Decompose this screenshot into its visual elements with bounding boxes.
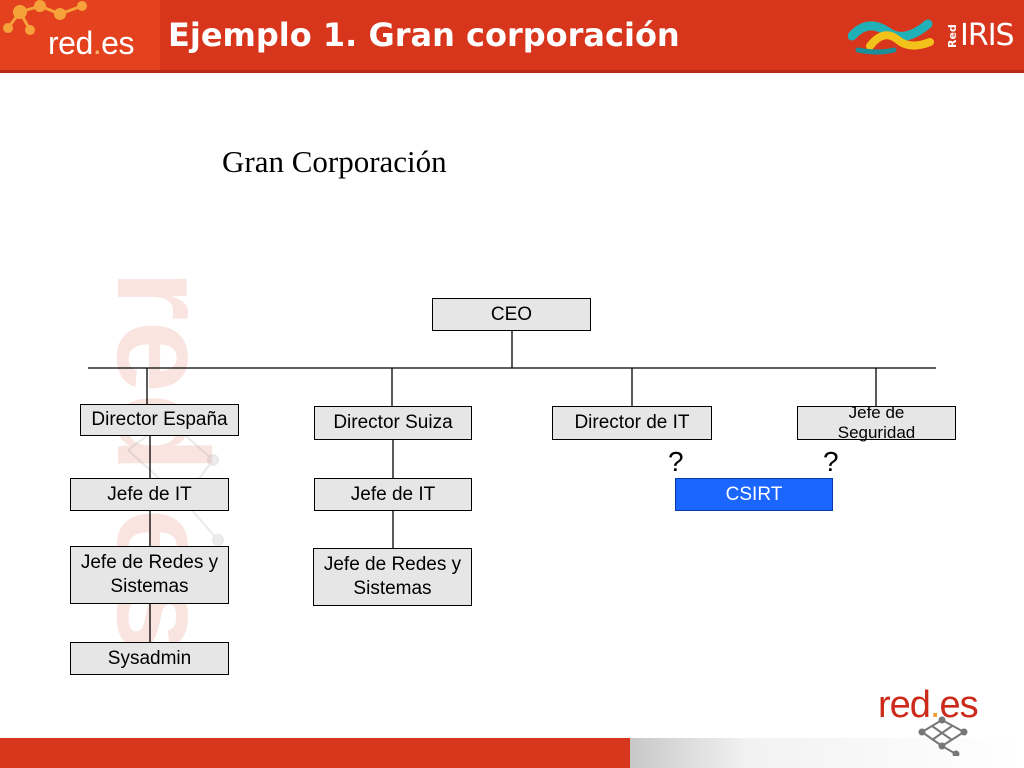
red-es-logo-header: red.es [0, 0, 160, 70]
org-node-espana-jefe-it: Jefe de IT [70, 478, 229, 511]
org-node-director-it: Director de IT [552, 406, 712, 440]
red-es-logo-footer: red.es [878, 684, 979, 726]
org-node-director-espana: Director España [80, 404, 239, 436]
red-es-mesh-icon [918, 716, 968, 756]
org-node-jefe-seguridad: Jefe de Seguridad [797, 403, 956, 442]
question-mark-left: ? [668, 446, 684, 477]
org-node-suiza-jefe-redes: Jefe de Redes y Sistemas [313, 548, 472, 606]
question-mark-right: ? [823, 446, 839, 477]
header-divider [0, 70, 1024, 73]
red-es-network-icon [3, 0, 87, 35]
org-node-espana-sysadmin: Sysadmin [70, 642, 229, 675]
footer-bar [0, 738, 630, 768]
rediris-iris-label: IRIS [960, 18, 1015, 53]
org-node-suiza-jefe-it: Jefe de IT [314, 478, 472, 511]
diagram-title: Gran Corporación [222, 144, 447, 179]
red-es-wordmark: red.es [48, 25, 134, 61]
org-node-ceo: CEO [432, 298, 591, 331]
slide-title: Ejemplo 1. Gran corporación [168, 16, 680, 54]
org-node-director-suiza: Director Suiza [314, 406, 472, 440]
rediris-swirl-icon [848, 19, 934, 55]
org-node-csirt: CSIRT [675, 478, 833, 511]
org-node-espana-jefe-redes: Jefe de Redes y Sistemas [70, 546, 229, 604]
